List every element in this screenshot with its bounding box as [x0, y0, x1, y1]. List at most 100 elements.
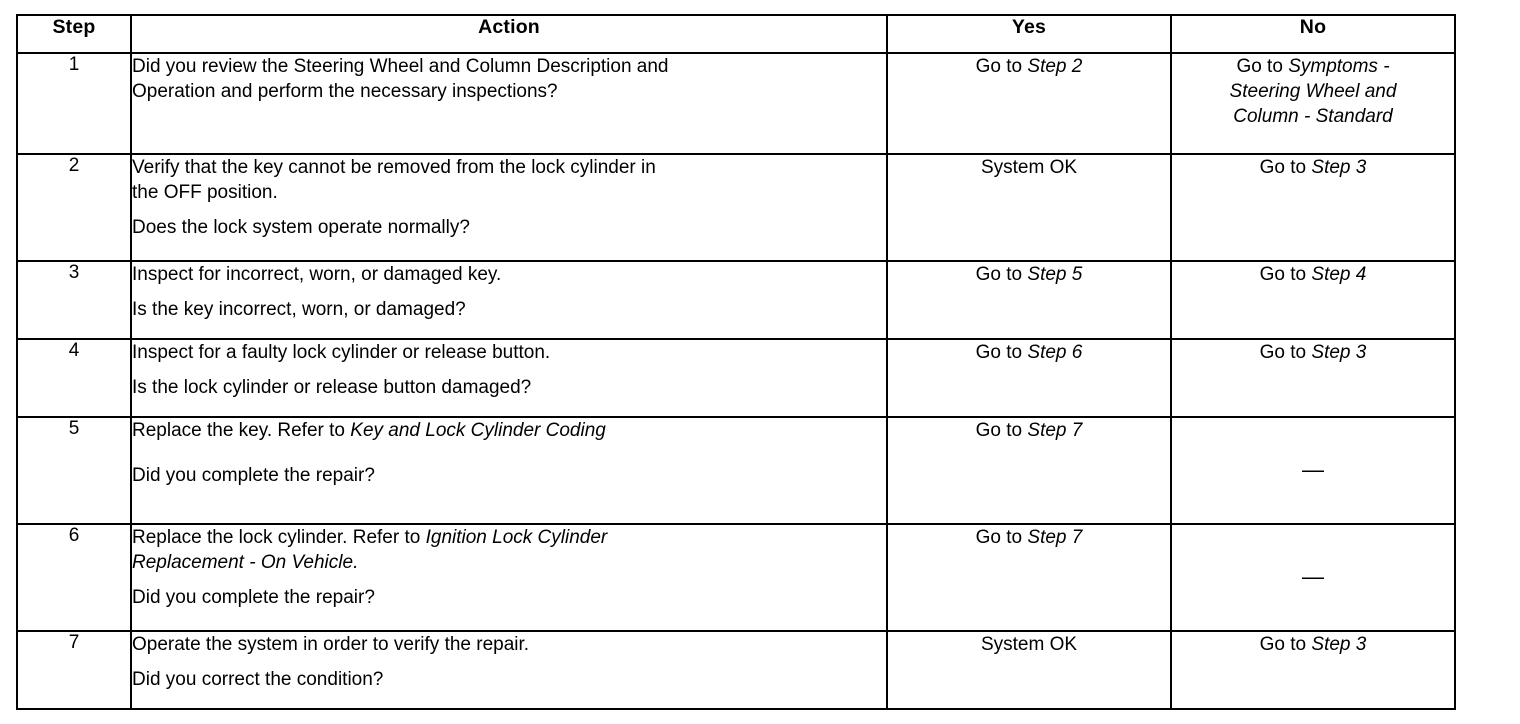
yes-answer-cell: Go to Step 2 — [886, 52, 1172, 155]
text-line: Replace the lock cylinder. Refer to Igni… — [132, 525, 886, 550]
text-line: Is the lock cylinder or release button d… — [132, 375, 886, 400]
action-cell: Inspect for a faulty lock cylinder or re… — [130, 338, 888, 418]
plain-text: Replace the key. Refer to — [132, 420, 351, 441]
reference-text: Step 7 — [1027, 420, 1083, 441]
reference-text: Step 2 — [1027, 56, 1083, 77]
step-number-cell: 4 — [16, 338, 132, 418]
yes-answer-cell: Go to Step 7 — [886, 523, 1172, 632]
em-dash: — — [1302, 564, 1324, 589]
plain-text: Go to — [975, 342, 1028, 363]
plain-text: System OK — [980, 157, 1078, 178]
plain-text: Go to — [975, 264, 1028, 285]
plain-text: Go to — [1236, 56, 1289, 77]
text-line: Go to Step 2 — [888, 54, 1170, 79]
text-line: Go to Step 7 — [888, 525, 1170, 550]
reference-text: Ignition Lock Cylinder — [425, 527, 608, 548]
plain-text: Inspect for a faulty lock cylinder or re… — [132, 342, 551, 363]
em-dash: — — [1302, 457, 1324, 482]
line-gap — [132, 453, 886, 463]
no-answer-cell: — — [1170, 416, 1456, 525]
line-gap — [132, 205, 886, 215]
no-answer-cell: Go to Step 3 — [1170, 630, 1456, 710]
plain-text: Go to — [975, 56, 1028, 77]
no-answer-cell: Go to Step 3 — [1170, 153, 1456, 262]
column-header-action: Action — [130, 14, 888, 54]
text-line: Go to Step 5 — [888, 262, 1170, 287]
header-row: Step Action Yes No — [16, 14, 1456, 54]
line-gap — [132, 657, 886, 667]
action-cell: Inspect for incorrect, worn, or damaged … — [130, 260, 888, 340]
step-number-cell: 2 — [16, 153, 132, 262]
reference-text: Symptoms - — [1288, 56, 1390, 77]
plain-text: Go to — [975, 420, 1028, 441]
action-cell: Did you review the Steering Wheel and Co… — [130, 52, 888, 155]
plain-text: Did you review the Steering Wheel and Co… — [132, 56, 669, 77]
text-line: — — [1172, 457, 1454, 484]
plain-text: Did you complete the repair? — [132, 465, 375, 486]
yes-answer-cell: System OK — [886, 153, 1172, 262]
step-number-cell: 6 — [16, 523, 132, 632]
text-line: Go to Step 7 — [888, 418, 1170, 443]
line-gap — [132, 365, 886, 375]
text-line: Verify that the key cannot be removed fr… — [132, 155, 886, 180]
no-answer-cell: Go to Step 3 — [1170, 338, 1456, 418]
text-line: Steering Wheel and — [1172, 79, 1454, 104]
reference-text: Key and Lock Cylinder Coding — [350, 420, 606, 441]
plain-text: Go to — [1259, 342, 1312, 363]
plain-text: Go to — [1259, 264, 1312, 285]
line-gap — [132, 443, 886, 453]
plain-text: Verify that the key cannot be removed fr… — [132, 157, 656, 178]
text-line: Go to Symptoms - — [1172, 54, 1454, 79]
step-number-cell: 7 — [16, 630, 132, 710]
text-line: Did you correct the condition? — [132, 667, 886, 692]
yes-answer-cell: Go to Step 5 — [886, 260, 1172, 340]
plain-text: Inspect for incorrect, worn, or damaged … — [132, 264, 502, 285]
yes-answer-cell: System OK — [886, 630, 1172, 710]
text-line: Go to Step 3 — [1172, 155, 1454, 180]
reference-text: Replacement - On Vehicle. — [132, 552, 359, 573]
text-line: Operation and perform the necessary insp… — [132, 79, 886, 104]
plain-text: Did you complete the repair? — [132, 587, 375, 608]
text-line: the OFF position. — [132, 180, 886, 205]
plain-text: System OK — [980, 634, 1078, 655]
action-cell: Operate the system in order to verify th… — [130, 630, 888, 710]
yes-answer-cell: Go to Step 6 — [886, 338, 1172, 418]
column-header-no: No — [1170, 14, 1456, 54]
reference-text: Steering Wheel and — [1229, 81, 1397, 102]
plain-text: Go to — [975, 527, 1028, 548]
action-cell: Verify that the key cannot be removed fr… — [130, 153, 888, 262]
line-gap — [132, 287, 886, 297]
line-gap — [132, 575, 886, 585]
text-line: Column - Standard — [1172, 104, 1454, 129]
no-answer-cell: Go to Step 4 — [1170, 260, 1456, 340]
text-line: Did you complete the repair? — [132, 463, 886, 488]
column-header-step: Step — [16, 14, 132, 54]
action-cell: Replace the lock cylinder. Refer to Igni… — [130, 523, 888, 632]
text-line: Go to Step 3 — [1172, 340, 1454, 365]
plain-text: Go to — [1259, 634, 1312, 655]
reference-text: Step 5 — [1027, 264, 1083, 285]
text-line: Go to Step 6 — [888, 340, 1170, 365]
reference-text: Step 3 — [1311, 634, 1367, 655]
reference-text: Column - Standard — [1233, 106, 1393, 127]
text-line: Replacement - On Vehicle. — [132, 550, 886, 575]
reference-text: Step 4 — [1311, 264, 1367, 285]
reference-text: Step 6 — [1027, 342, 1083, 363]
text-line: System OK — [888, 155, 1170, 180]
plain-text: Operation and perform the necessary insp… — [132, 81, 558, 102]
text-line: Inspect for a faulty lock cylinder or re… — [132, 340, 886, 365]
text-line: Operate the system in order to verify th… — [132, 632, 886, 657]
text-line: Go to Step 3 — [1172, 632, 1454, 657]
reference-text: Step 7 — [1027, 527, 1083, 548]
plain-text: Go to — [1259, 157, 1312, 178]
step-number-cell: 5 — [16, 416, 132, 525]
yes-answer-cell: Go to Step 7 — [886, 416, 1172, 525]
